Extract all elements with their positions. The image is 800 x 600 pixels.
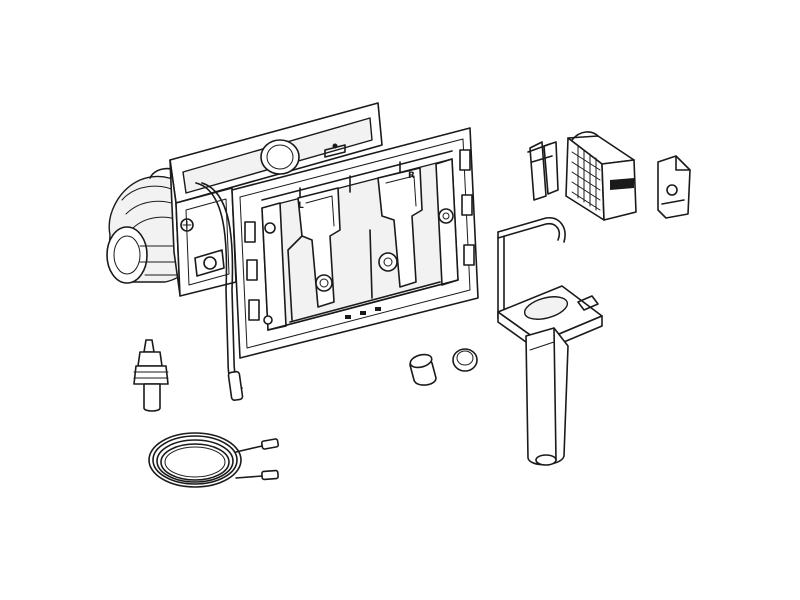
actuator-frame: L R bbox=[231, 127, 479, 359]
cable-coil bbox=[148, 432, 280, 488]
installation-tool bbox=[497, 217, 603, 466]
cap-right bbox=[452, 348, 478, 372]
clip-pair bbox=[527, 141, 559, 201]
filter-cartridge bbox=[565, 131, 637, 221]
left-lever bbox=[287, 187, 341, 321]
filter-mesh bbox=[571, 145, 601, 211]
label-right: R bbox=[408, 171, 415, 181]
back-mounting-frame bbox=[169, 102, 383, 297]
cap-left bbox=[409, 353, 437, 386]
right-lever bbox=[369, 167, 423, 299]
plug-adapter bbox=[133, 339, 169, 412]
bracket bbox=[657, 155, 691, 219]
frame-cable bbox=[195, 182, 244, 401]
label-left: L bbox=[298, 201, 304, 211]
